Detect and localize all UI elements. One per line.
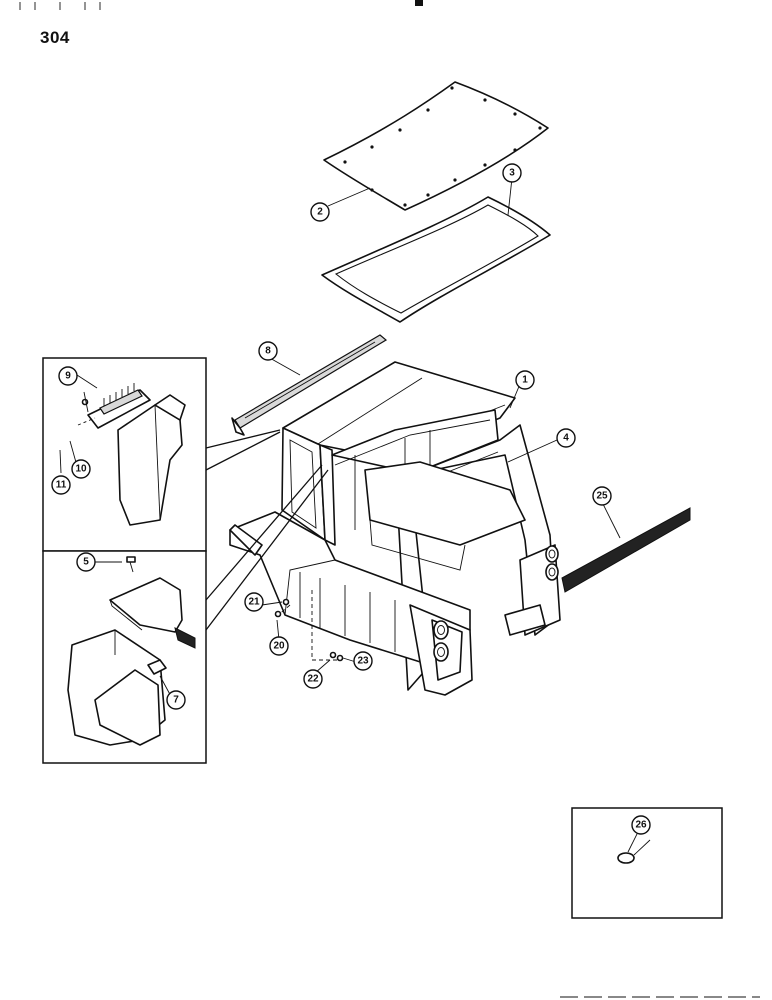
svg-text:9: 9: [65, 371, 71, 382]
page-number: 304: [40, 28, 70, 47]
svg-text:1: 1: [522, 375, 528, 386]
roof-panel: [323, 81, 549, 211]
callout-5: 5: [76, 552, 96, 572]
callout-25: 25: [592, 486, 612, 506]
inset-panel-upper: [42, 357, 281, 552]
svg-text:5: 5: [83, 557, 89, 568]
svg-text:26: 26: [635, 820, 647, 831]
svg-text:23: 23: [357, 656, 369, 667]
scan-marks: [19, 0, 423, 10]
callout-2: 2: [310, 202, 330, 222]
svg-text:2: 2: [317, 207, 323, 218]
fasteners: [274, 598, 344, 662]
svg-text:7: 7: [173, 695, 179, 706]
callout-7: 7: [166, 690, 186, 710]
callout-10: 10: [71, 459, 91, 479]
callout-21: 21: [244, 592, 264, 612]
inset-panel-lower: [42, 464, 329, 764]
callout-4: 4: [556, 428, 576, 448]
trim-strip: [561, 507, 691, 593]
callout-9: 9: [58, 366, 78, 386]
svg-text:11: 11: [56, 480, 67, 491]
svg-text:22: 22: [307, 674, 319, 685]
callout-3: 3: [502, 163, 522, 183]
callout-22: 22: [303, 669, 323, 689]
callout-26: 26: [631, 815, 651, 835]
callout-23: 23: [353, 651, 373, 671]
callout-20: 20: [269, 636, 289, 656]
seal-strip: [231, 334, 388, 436]
cab-frame: [229, 361, 561, 696]
callout-8: 8: [258, 341, 278, 361]
svg-text:25: 25: [596, 491, 608, 502]
svg-text:4: 4: [563, 433, 569, 444]
roof-seal: [321, 196, 551, 323]
callout-1: 1: [515, 370, 535, 390]
svg-text:20: 20: [273, 641, 285, 652]
svg-text:10: 10: [75, 464, 87, 475]
svg-text:21: 21: [248, 597, 260, 608]
svg-text:3: 3: [509, 168, 515, 179]
callout-11: 11: [51, 475, 71, 495]
svg-text:8: 8: [265, 346, 271, 357]
